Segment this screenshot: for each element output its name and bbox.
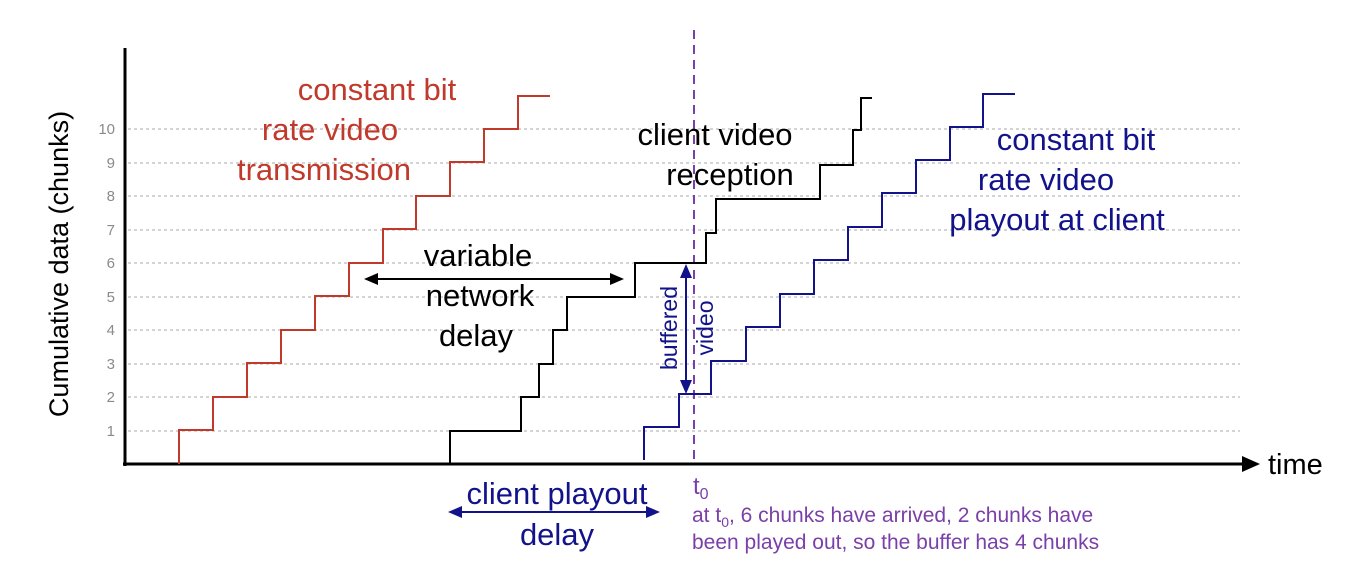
buffered-video-label-line2: video xyxy=(692,301,718,356)
reception-label-line2: reception xyxy=(666,157,794,192)
network-delay-label-line2: network xyxy=(426,278,535,313)
y-tick-7: 7 xyxy=(107,222,115,239)
t0-marker-t: t xyxy=(693,473,700,500)
buffered-video-arrow-icon xyxy=(680,264,692,394)
playout-curve xyxy=(643,93,1015,460)
x-axis-label: time xyxy=(1268,449,1323,481)
playout-label-line1: constant bit xyxy=(997,122,1156,157)
t0-marker-sub: 0 xyxy=(700,486,709,503)
y-tick-10: 10 xyxy=(98,121,115,138)
playout-label: constant bit rate video playout at clien… xyxy=(949,122,1165,237)
reception-label: client video reception xyxy=(637,117,793,192)
y-tick-4: 4 xyxy=(107,322,115,339)
transmission-label-line3: transmission xyxy=(237,152,411,187)
t0-note-line2: been played out, so the buffer has 4 chu… xyxy=(692,531,1099,554)
network-delay-label-line3: delay xyxy=(439,318,514,353)
y-tick-6: 6 xyxy=(107,255,115,272)
reception-label-line1: client video xyxy=(637,117,792,152)
y-tick-9: 9 xyxy=(107,155,115,172)
y-tick-8: 8 xyxy=(107,188,115,205)
t0-note-pre: at t xyxy=(692,504,721,527)
network-delay-label: variable network delay xyxy=(424,238,535,353)
y-tick-5: 5 xyxy=(107,289,115,306)
playout-delay-label: client playout delay xyxy=(467,476,648,552)
reception-curve xyxy=(449,97,872,464)
transmission-curve xyxy=(178,95,550,464)
t0-note-line1: at t0, 6 chunks have arrived, 2 chunks h… xyxy=(692,504,1093,530)
playout-delay-label-line2: delay xyxy=(520,517,595,552)
network-delay-label-line1: variable xyxy=(424,238,533,273)
t0-marker: t0 xyxy=(693,473,709,503)
playout-label-line2: rate video xyxy=(978,162,1114,197)
t0-note-sub: 0 xyxy=(721,514,729,530)
y-tick-1: 1 xyxy=(107,423,115,440)
y-tick-2: 2 xyxy=(107,389,115,406)
transmission-label-line1: constant bit xyxy=(298,72,457,107)
gridlines xyxy=(128,128,1240,432)
playout-label-line3: playout at client xyxy=(949,202,1165,237)
y-axis-label: Cumulative data (chunks) xyxy=(44,111,74,417)
y-tick-labels: 1 2 3 4 5 6 7 8 9 10 xyxy=(98,121,115,440)
playout-delay-label-line1: client playout xyxy=(467,476,648,511)
buffered-video-label-line1: buffered xyxy=(656,286,682,370)
buffered-video-label: buffered video xyxy=(656,286,718,370)
t0-note-post: , 6 chunks have arrived, 2 chunks have xyxy=(729,504,1093,527)
playout-delay-arrow-icon xyxy=(448,506,660,518)
y-tick-3: 3 xyxy=(107,356,115,373)
transmission-label: constant bit rate video transmission xyxy=(237,72,457,187)
x-axis-arrowhead-icon xyxy=(1242,456,1260,472)
transmission-label-line2: rate video xyxy=(262,112,398,147)
network-delay-arrow-icon xyxy=(364,273,624,285)
